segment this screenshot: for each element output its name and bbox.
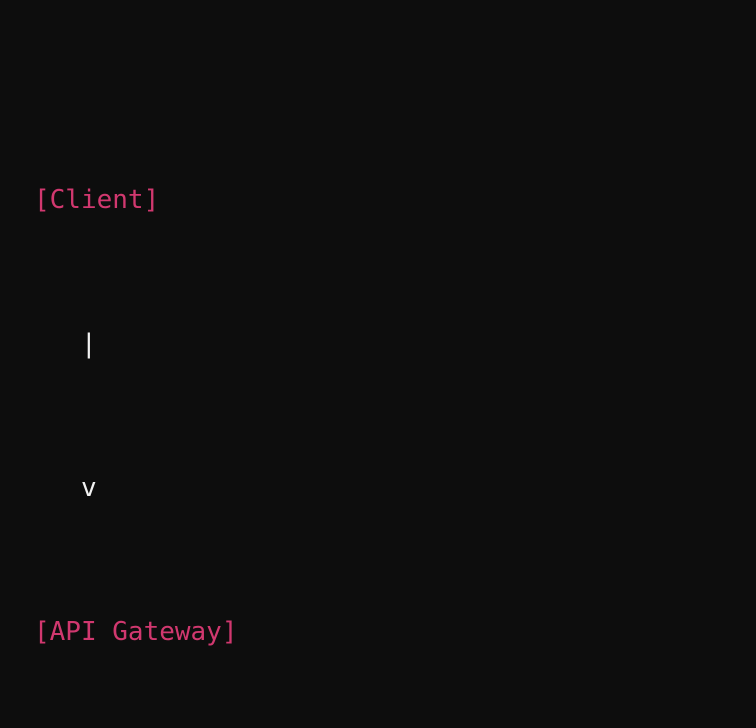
ascii-row-api-gateway: [API Gateway] (34, 617, 238, 647)
ascii-row-client: [Client] (34, 185, 160, 215)
ascii-row-client-pipe: | (34, 329, 97, 359)
ascii-row-client-arrow: v (34, 473, 97, 503)
ascii-art-block: [Client] | v [API Gateway] | \ | \______… (34, 32, 660, 728)
